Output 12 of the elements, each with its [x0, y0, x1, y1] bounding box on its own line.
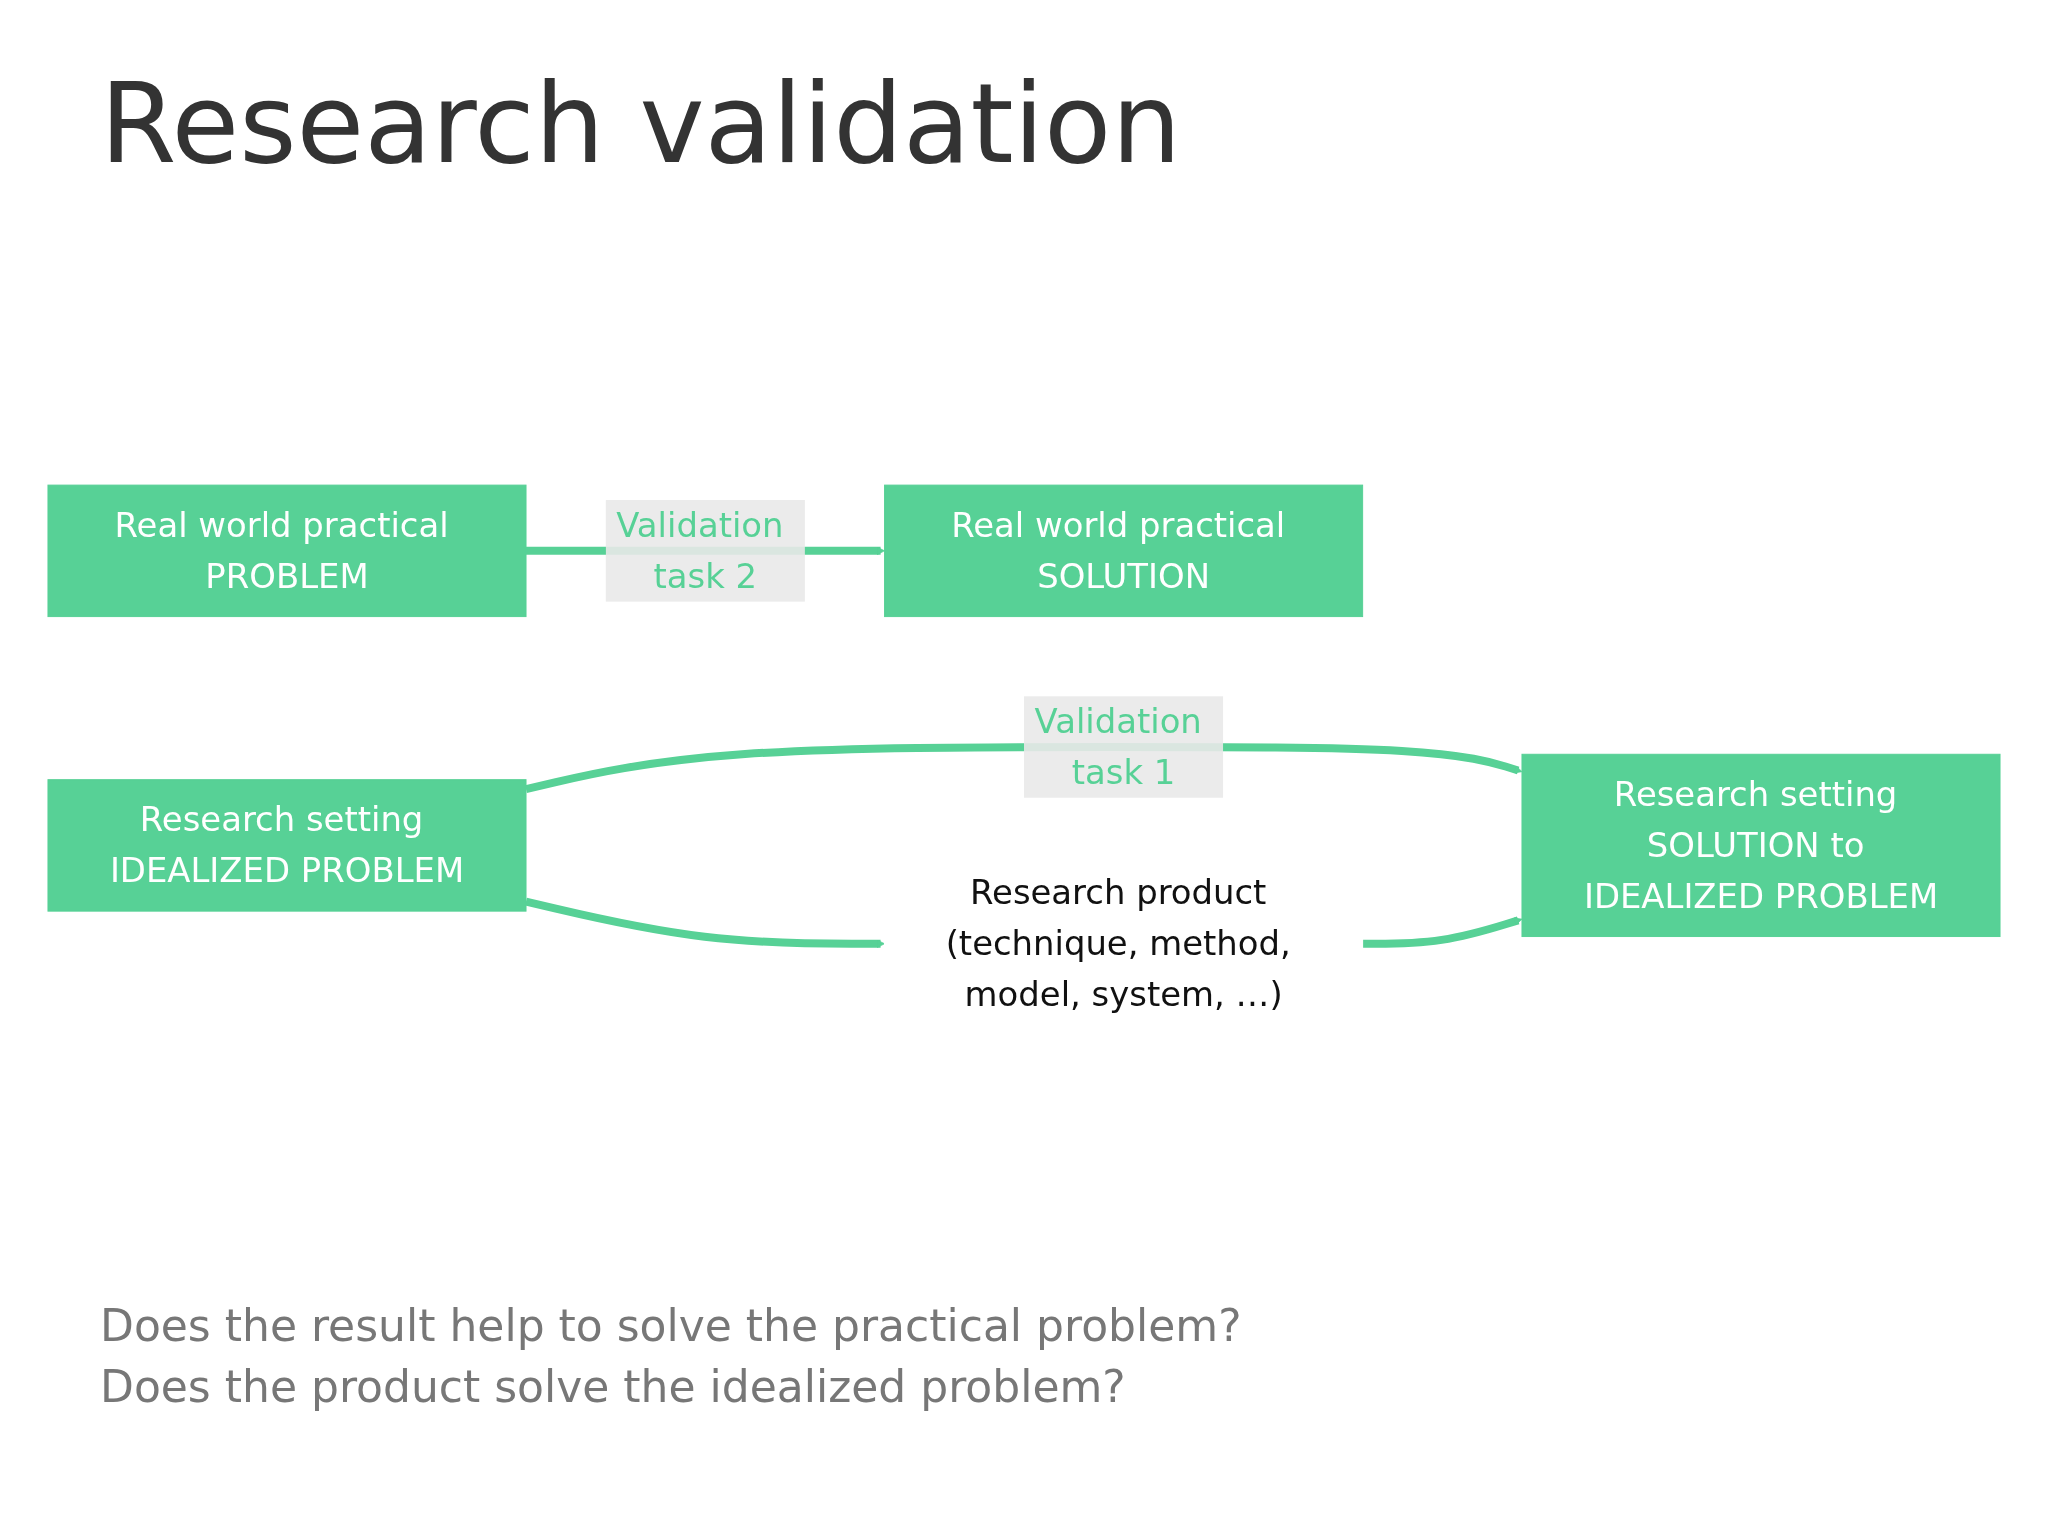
node-box: Research setting SOLUTION to IDEALIZED PROBLEM: [1521, 753, 2001, 938]
edge-label: Validation task 2: [616, 505, 784, 596]
node-box: Research setting IDEALIZED PROBLEM: [47, 779, 527, 912]
arrow: [525, 897, 885, 949]
title: Research validation: [100, 60, 1182, 188]
node-box: Real world practical PROBLEM: [47, 484, 527, 618]
question-note: Does the result help to solve the practical problem?: [100, 1300, 1243, 1351]
node-text: Research product (technique, method, model, system, …): [945, 872, 1291, 1014]
arrow: [1362, 916, 1523, 948]
node-box: Real world practical SOLUTION: [884, 484, 1364, 618]
question-note: Does the product solve the idealized problem?: [100, 1361, 1127, 1412]
edge-label: Validation task 1: [1034, 701, 1202, 792]
